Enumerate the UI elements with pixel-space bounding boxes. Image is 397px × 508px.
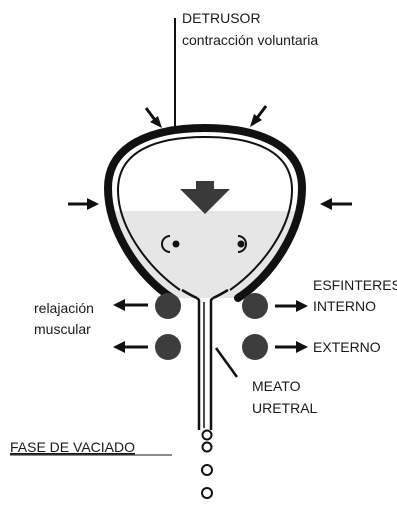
urine-drop-4 [202,488,212,498]
sphincter-arrows [275,300,308,353]
external-sphincter-label: EXTERNO [313,339,381,355]
relaxation-arrows [113,299,148,353]
relaxation-label-line2: muscular [34,321,91,337]
bladder-fluid [90,211,320,306]
sphincter-external-left [155,334,181,360]
down-arrow-icon [180,181,230,214]
meatus-pointer [216,348,237,377]
meatus-label-line1: MEATO [252,378,301,394]
relaxation-label-line1: relajación [34,300,94,316]
phase-title: FASE DE VACIADO [10,439,135,455]
urine-drop-1 [203,431,212,440]
sphincters-title: ESFINTERES [313,277,397,293]
urine-drop-3 [202,465,212,475]
detrusor-title: DETRUSOR [182,10,261,26]
internal-sphincter-label: INTERNO [313,298,376,314]
meatus-label-line2: URETRAL [252,400,318,416]
sphincter-internal-right [242,293,268,319]
urethra [197,298,213,430]
sphincter-external-right [242,334,268,360]
detrusor-subtitle: contracción voluntaria [182,32,318,48]
sphincter-internal-left [155,293,181,319]
urine-drop-2 [203,443,212,452]
